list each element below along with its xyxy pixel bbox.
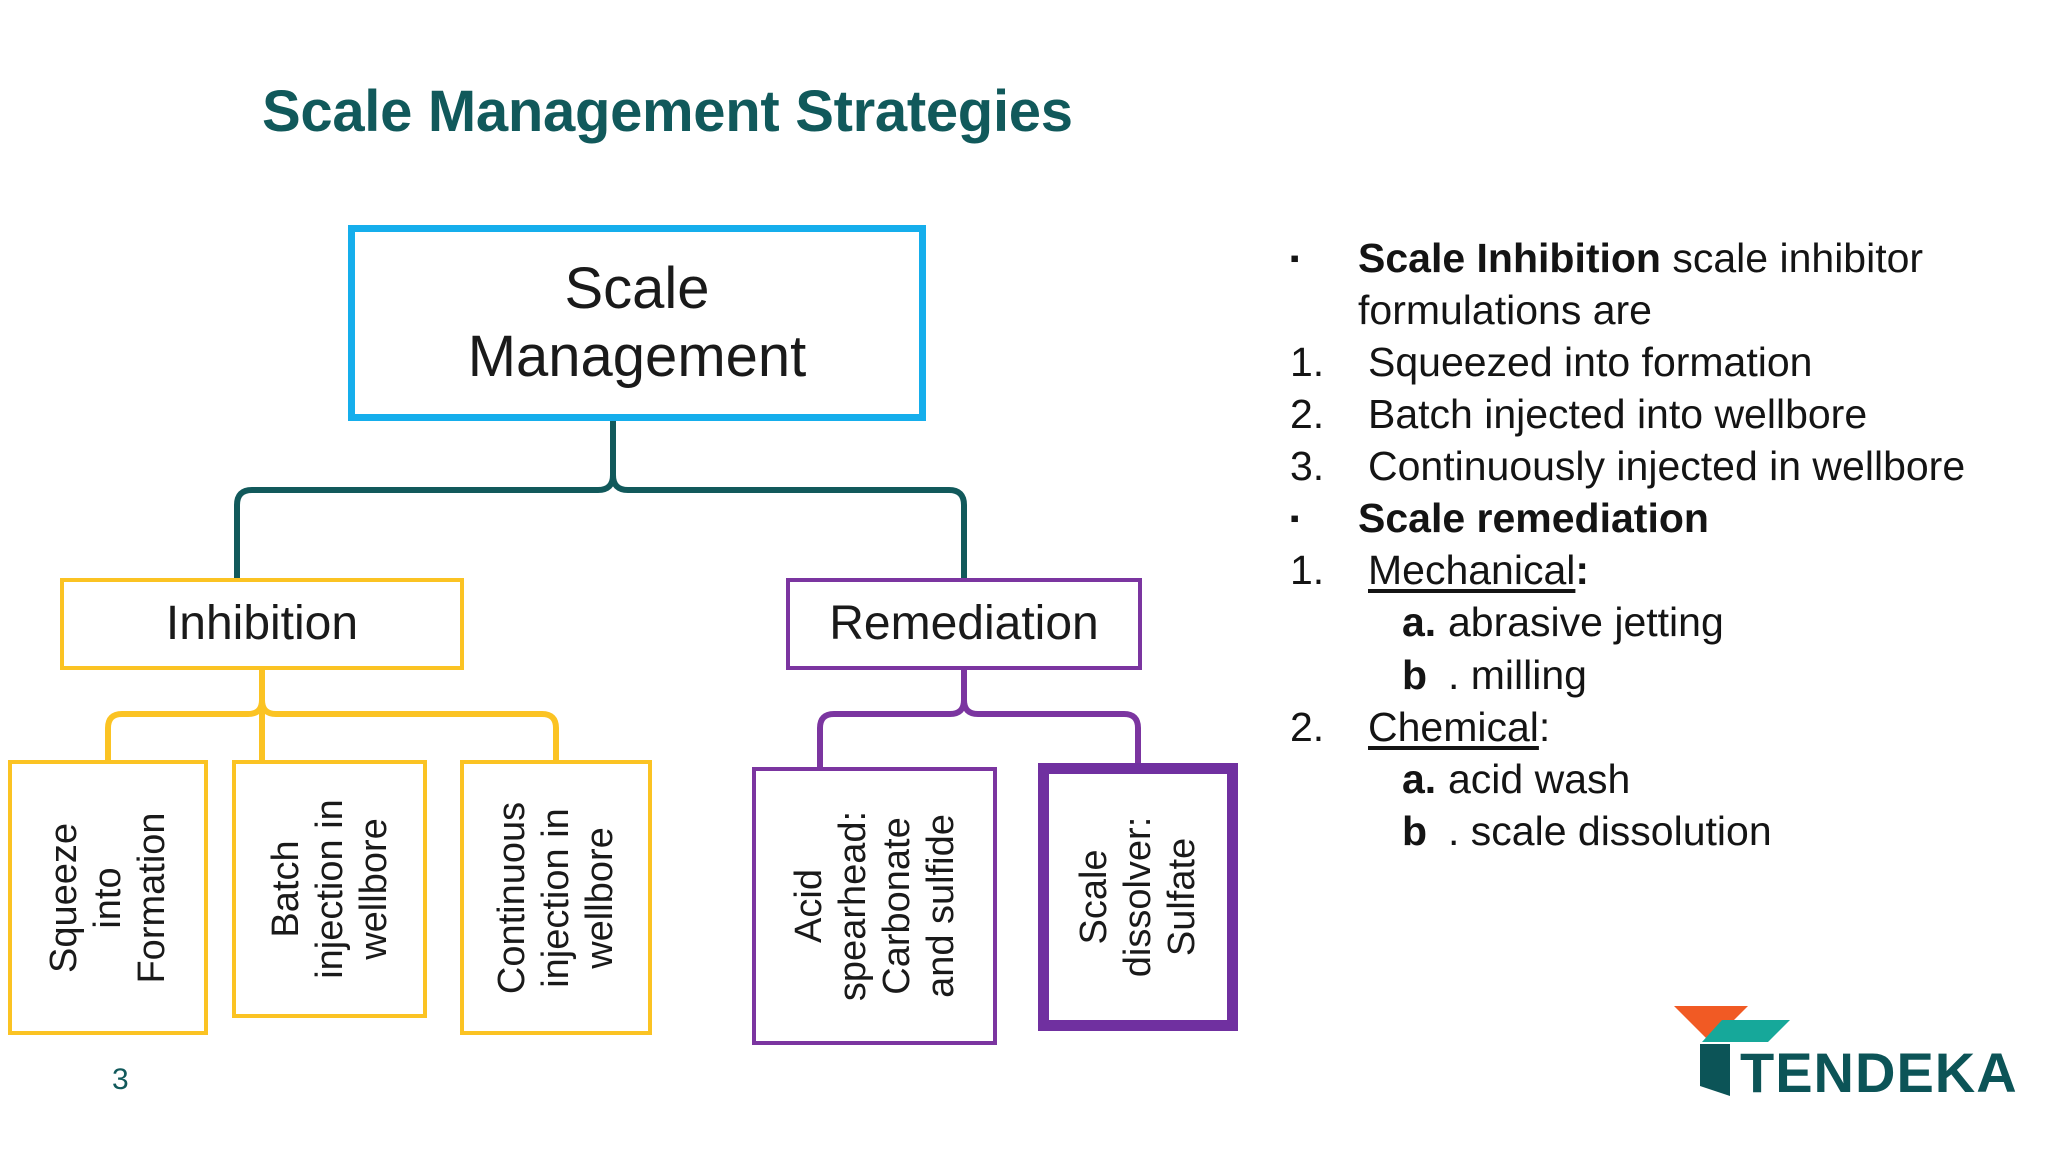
list-marker: 3. [1290, 443, 1325, 490]
node-label: Squeeze into Formation [42, 811, 174, 984]
list-marker: 2. [1290, 703, 1325, 750]
bullet-square-icon: ▪ [1290, 503, 1300, 534]
list-marker: 1. [1290, 339, 1325, 386]
node-label: Remediation [829, 596, 1099, 650]
list-item-text: Scale Inhibition scale inhibitor formula… [1358, 232, 2030, 336]
list-item: 1. Squeezed into formation [1290, 336, 2030, 388]
list-marker: a. [1402, 599, 1437, 646]
list-item-text: Mechanical: [1368, 544, 2030, 596]
list-item: ▪ Scale Inhibition scale inhibitor formu… [1290, 232, 2030, 336]
page-number: 3 [112, 1063, 129, 1096]
node-inhibition[interactable]: Inhibition [60, 578, 464, 670]
notes-list: ▪ Scale Inhibition scale inhibitor formu… [1290, 232, 2030, 857]
node-label: Inhibition [165, 596, 359, 650]
node-scale-management[interactable]: Scale Management [348, 225, 926, 421]
list-item-suffix: : [1538, 703, 1551, 750]
list-item-lead: Scale Inhibition [1358, 235, 1661, 281]
list-item-text: Squeezed into formation [1368, 339, 1813, 386]
list-item-text: Continuously injected in wellbore [1368, 443, 1966, 490]
page-title: Scale Management Strategies [262, 79, 1073, 144]
list-item-underlined: Chemical [1368, 703, 1539, 750]
tendeka-logo-icon [1674, 1006, 1790, 1096]
node-label: Scale Management [467, 255, 807, 389]
bullet-square-icon: ▪ [1290, 243, 1300, 273]
list-item: a. acid wash [1290, 753, 2030, 805]
list-item-text: . scale dissolution [1448, 807, 1772, 854]
list-item-text: Batch injected into wellbore [1368, 391, 1868, 438]
list-item-text: . milling [1448, 651, 1587, 698]
list-marker: b [1402, 651, 1428, 698]
list-marker: 2. [1290, 391, 1325, 438]
node-squeeze-into-formation[interactable]: Squeeze into Formation [8, 760, 208, 1035]
list-item: a. abrasive jetting [1290, 596, 2030, 648]
node-label: Acid spearhead: Carbonate and sulfide [787, 810, 962, 1002]
node-acid-spearhead[interactable]: Acid spearhead: Carbonate and sulfide [752, 767, 997, 1045]
list-item-text: abrasive jetting [1448, 599, 1724, 646]
list-item-text: acid wash [1448, 755, 1631, 802]
list-item: b . milling [1290, 649, 2030, 701]
list-marker: 1. [1290, 547, 1325, 594]
list-item: b . scale dissolution [1290, 805, 2030, 857]
list-marker: a. [1402, 755, 1437, 802]
node-label: Batch injection in wellbore [264, 799, 395, 979]
list-item-text: Scale remediation [1358, 495, 1709, 542]
list-item-underlined: Mechanical [1368, 547, 1576, 594]
node-scale-dissolver-sulfate[interactable]: Scale dissolver: Sulfate [1038, 763, 1238, 1031]
list-item: 3. Continuously injected in wellbore [1290, 440, 2030, 492]
list-item-rest: scale inhibitor formulations are [1358, 235, 1924, 334]
list-item-text: Chemical: [1368, 701, 2030, 753]
list-item: 1. Mechanical: [1290, 544, 2030, 596]
node-remediation[interactable]: Remediation [786, 578, 1142, 670]
list-item: ▪ Scale remediation [1290, 492, 2030, 544]
list-item-suffix: : [1575, 547, 1590, 594]
list-marker: b [1402, 807, 1428, 854]
node-continuous-injection-in-wellbore[interactable]: Continuous injection in wellbore [460, 760, 652, 1035]
tendeka-wordmark: TENDEKA [1740, 1041, 2018, 1104]
list-item: 2. Chemical: [1290, 701, 2030, 753]
node-batch-injection-in-wellbore[interactable]: Batch injection in wellbore [232, 760, 427, 1018]
list-item: 2. Batch injected into wellbore [1290, 388, 2030, 440]
node-label: Continuous injection in wellbore [490, 801, 622, 994]
node-label: Scale dissolver: Sulfate [1072, 816, 1204, 978]
